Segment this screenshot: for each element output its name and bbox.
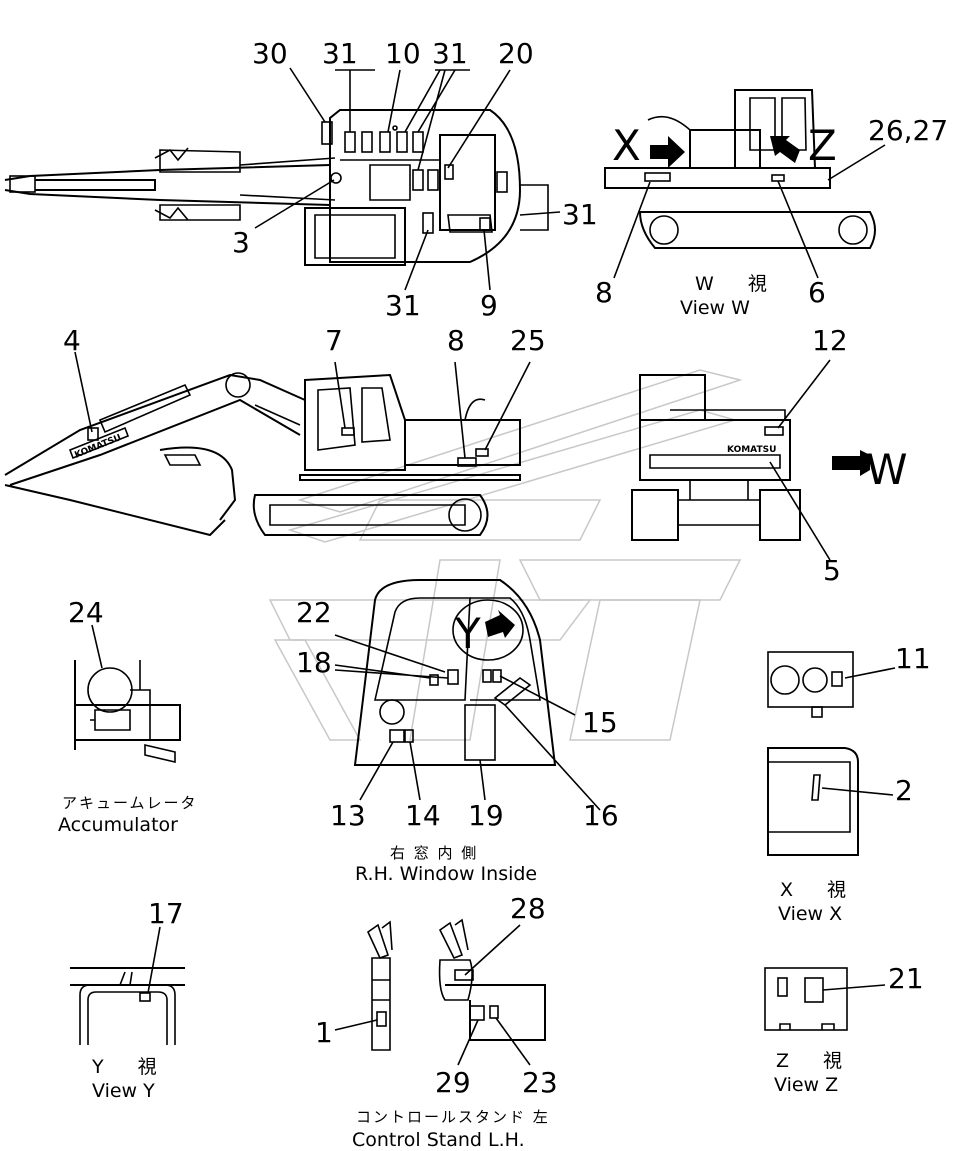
callout-12: 12 [812,324,848,357]
callout-18: 18 [296,646,332,679]
view-letter-w: W [866,445,908,494]
view-letter-z: Z [808,121,837,170]
callout-1: 1 [315,1016,333,1049]
callout-6: 6 [808,276,826,309]
view-z-detail [764,967,886,1031]
callout-9: 9 [480,289,498,322]
caption-rh-window-en: R.H. Window Inside [355,863,537,885]
caption-view-x-en: View X [778,903,842,925]
callout-8-side: 8 [447,324,465,357]
callout-23: 23 [522,1066,558,1099]
callout-16: 16 [583,799,619,832]
callout-25: 25 [510,324,546,357]
callout-17: 17 [148,897,184,930]
callout-14: 14 [405,799,441,832]
caption-view-w-jp: W 視 [695,273,781,295]
callout-30: 30 [252,37,288,70]
callout-31-right: 31 [562,198,598,231]
caption-view-y-en: View Y [92,1080,155,1102]
rh-window-inside-detail [334,579,601,811]
caption-control-stand-jp: コントロールスタンド 左 [356,1108,550,1126]
caption-view-y-jp: Y 視 [91,1056,171,1078]
brand-rear: KOMATSU [727,445,776,455]
caption-control-stand-en: Control Stand L.H. [352,1129,525,1151]
callout-19: 19 [468,799,504,832]
callout-8-view-w: 8 [595,276,613,309]
top-view-machine [4,109,549,266]
caption-view-z-en: View Z [774,1074,838,1096]
callout-26-27: 26,27 [868,114,948,147]
side-view-leaders [74,351,531,459]
callout-21: 21 [888,962,924,995]
callout-15: 15 [582,706,618,739]
view-x-detail [767,651,896,856]
control-stand-detail [334,918,546,1066]
caption-rh-window-jp: 右 窓 内 側 [390,844,478,862]
caption-accumulator-jp: アキュームレータ [62,794,198,812]
callout-3: 3 [232,226,250,259]
callout-31-bottom: 31 [385,289,421,322]
callout-24: 24 [68,596,104,629]
caption-view-w-en: View W [680,297,750,319]
watermark-logo [268,369,743,741]
top-view-leaders [254,67,561,291]
caption-view-z-jp: Z 視 [776,1050,856,1072]
view-letter-y: Y [454,609,481,658]
callout-10: 10 [385,37,421,70]
callout-20: 20 [498,37,534,70]
accumulator-detail [74,624,181,764]
view-letter-x: X [612,121,641,170]
caption-accumulator-en: Accumulator [58,814,178,836]
callout-13: 13 [330,799,366,832]
view-y-detail [70,926,185,1045]
callout-31-top-b: 31 [432,37,468,70]
callout-7: 7 [325,324,343,357]
callout-5: 5 [823,554,841,587]
callout-28: 28 [510,892,546,925]
callout-31-top-a: 31 [322,37,358,70]
callout-22: 22 [296,596,332,629]
caption-view-x-jp: X 視 [780,879,860,901]
callout-11: 11 [895,642,931,675]
rear-view-machine [631,359,870,561]
side-view-machine [4,372,521,537]
callout-29: 29 [435,1066,471,1099]
callout-4: 4 [63,324,81,357]
callout-2: 2 [895,774,913,807]
view-w-machine [604,89,886,279]
